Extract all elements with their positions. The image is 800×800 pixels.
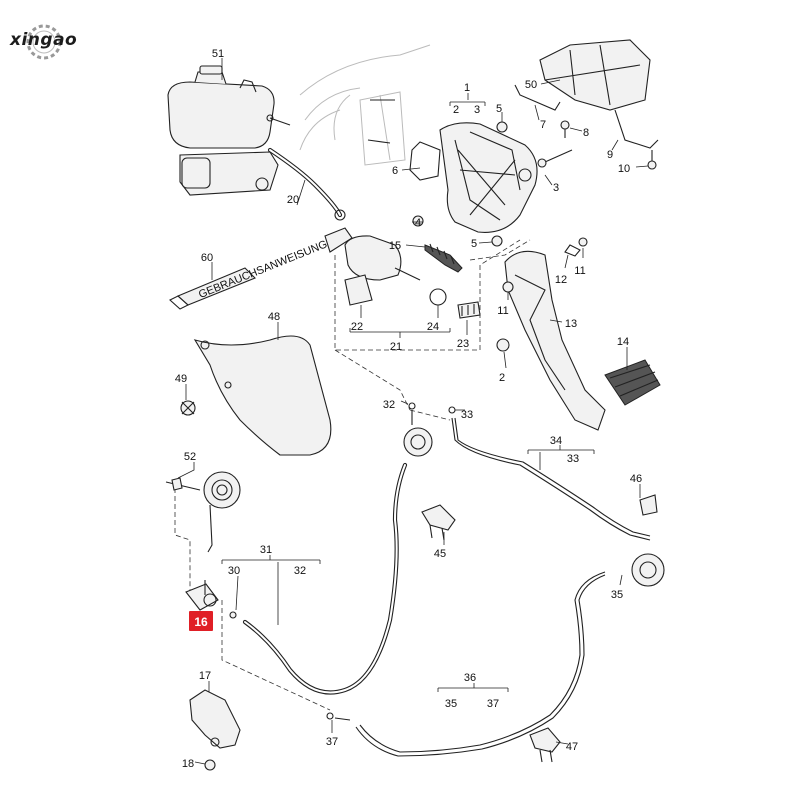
upper-bracket-50	[514, 39, 659, 170]
callout-c11a: 11	[574, 265, 585, 277]
callout-c10: 10	[618, 163, 630, 175]
callout-c47: 47	[566, 741, 578, 753]
callout-c13: 13	[565, 318, 577, 330]
callout-c12: 12	[555, 274, 567, 286]
lower-line-36	[326, 553, 665, 763]
callout-c32b: 32	[294, 565, 306, 577]
callout-c31: 31	[260, 544, 272, 556]
tube-print: GEBRAUCHSANWEISUNG	[197, 238, 329, 301]
highlight-label: 16	[194, 615, 208, 629]
gear-icon	[26, 24, 62, 60]
callout-c45: 45	[434, 548, 446, 560]
callout-c46: 46	[630, 473, 642, 485]
callout-c2a: 2	[453, 104, 459, 116]
callout-c34: 34	[550, 435, 562, 447]
bolt-3	[367, 99, 573, 168]
callout-c52: 52	[184, 451, 196, 463]
callout-c32a: 32	[383, 399, 395, 411]
callout-c5a: 5	[496, 103, 502, 115]
callout-c6: 6	[392, 165, 398, 177]
callout-c3b: 3	[553, 182, 559, 194]
clutch-master-cylinder	[324, 227, 481, 319]
firewall-outline	[299, 44, 431, 166]
slave-cylinder-52	[165, 471, 241, 553]
fluid-hose-20	[267, 147, 346, 221]
heat-shield-48	[180, 335, 332, 456]
callout-c35b: 35	[445, 698, 457, 710]
callout-c8: 8	[583, 127, 589, 139]
pressure-line-fitting-16	[185, 580, 237, 619]
callout-c33a: 33	[461, 409, 473, 421]
pressure-line-31	[242, 402, 456, 695]
callout-c51: 51	[212, 48, 224, 60]
callout-c15: 15	[389, 240, 401, 252]
callout-c14: 14	[617, 336, 629, 348]
logo-text: xingao	[10, 30, 78, 50]
callout-c30: 30	[228, 565, 240, 577]
leader-lines	[177, 58, 649, 765]
callout-c18: 18	[182, 758, 194, 770]
callout-c36: 36	[464, 672, 476, 684]
callout-c37a: 37	[487, 698, 499, 710]
callout-c49: 49	[175, 373, 187, 385]
callout-c9: 9	[607, 149, 613, 161]
callout-c35a: 35	[611, 589, 623, 601]
logo: xingao	[6, 18, 96, 62]
hydraulic-line-34	[451, 417, 658, 541]
callout-c24: 24	[427, 321, 439, 333]
callout-c1: 1	[464, 82, 470, 94]
callout-c37b: 37	[326, 736, 338, 748]
grease-tube-60: GEBRAUCHSANWEISUNG	[169, 238, 329, 310]
pedal-box-1	[409, 121, 538, 247]
highlight-16: 16	[189, 611, 213, 631]
highlight-box	[189, 611, 213, 631]
callout-c48: 48	[268, 311, 280, 323]
callout-c3a: 3	[474, 104, 480, 116]
callout-c50: 50	[525, 79, 537, 91]
callout-c23: 23	[457, 338, 469, 350]
callout-c11b: 11	[497, 305, 508, 317]
callout-c60: 60	[201, 252, 213, 264]
clutch-pedal-13	[496, 237, 661, 431]
bracket-17	[189, 689, 241, 771]
callout-c4: 4	[415, 217, 421, 229]
callout-c33b: 33	[567, 453, 579, 465]
brake-reservoir-51	[167, 65, 291, 196]
callout-c17: 17	[199, 670, 211, 682]
callout-c21: 21	[390, 341, 402, 353]
callout-c7: 7	[540, 119, 546, 131]
callout-c2b: 2	[499, 372, 505, 384]
callout-c20: 20	[287, 194, 299, 206]
callout-c5b: 5	[471, 238, 477, 250]
clip-45	[421, 504, 456, 541]
callout-c22: 22	[351, 321, 363, 333]
